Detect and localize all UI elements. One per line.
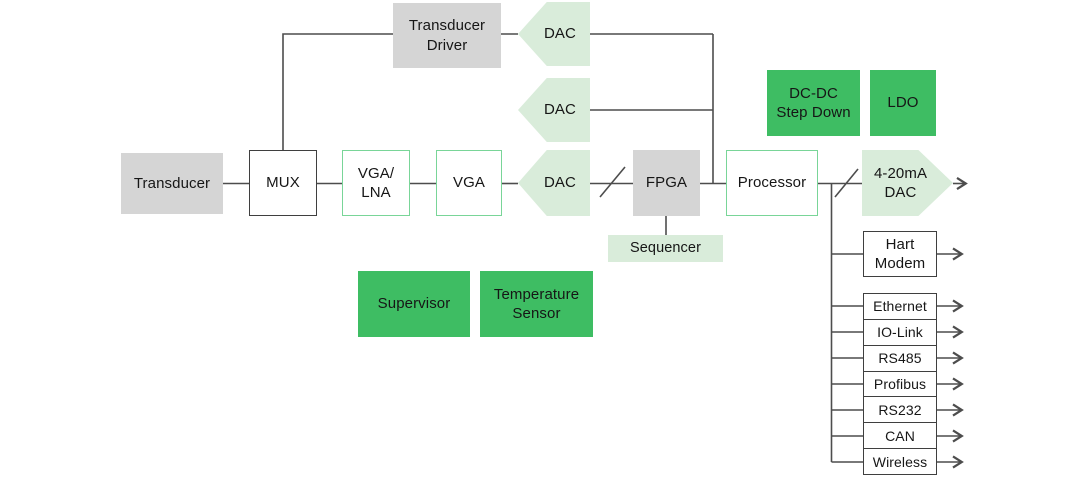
output-arrows [937, 176, 968, 469]
transducer-block: Transducer [121, 153, 223, 214]
processor-label: Processor [737, 174, 807, 192]
dac-top-label: DAC [544, 25, 576, 43]
mux-block: MUX [249, 150, 317, 216]
interface-box-profibus: Profibus [864, 372, 936, 398]
sequencer-label: Sequencer [629, 240, 702, 257]
interface-label: CAN [885, 427, 915, 444]
temperature-sensor-label: Temperature Sensor [493, 285, 580, 323]
ldo-label: LDO [887, 94, 919, 112]
interface-box-io-link: IO-Link [864, 320, 936, 346]
vga-block: VGA [436, 150, 502, 216]
mux-label: MUX [266, 174, 300, 192]
hart-modem-label: Hart Modem [874, 235, 926, 273]
transducer-driver-block: Transducer Driver [393, 3, 501, 68]
interface-box-can: CAN [864, 423, 936, 450]
interface-label: RS232 [878, 401, 922, 418]
dac-main-label: DAC [544, 174, 576, 192]
dac-top-block: DAC [518, 2, 590, 66]
sequencer-block: Sequencer [608, 235, 723, 262]
interface-box-rs485: RS485 [864, 346, 936, 372]
interface-label: IO-Link [877, 324, 923, 341]
interface-label: Profibus [873, 376, 927, 392]
interface-box-ethernet: Ethernet [864, 294, 936, 320]
interface-label: Ethernet [873, 298, 927, 315]
dac-4-20ma-label: 4-20mA DAC [873, 164, 928, 202]
vga-label: VGA [453, 174, 485, 192]
dc-dc-step-down-block: DC-DC Step Down [767, 70, 860, 136]
dc-dc-step-down-label: DC-DC Step Down [776, 84, 851, 122]
interface-box-rs232: RS232 [864, 397, 936, 424]
transducer-label: Transducer [133, 174, 211, 192]
fpga-block: FPGA [633, 150, 700, 216]
dac-mid-label: DAC [544, 101, 576, 119]
supervisor-block: Supervisor [358, 271, 470, 337]
bus-slash-icon [599, 166, 626, 198]
hart-modem-block: Hart Modem [863, 231, 937, 277]
dac-4-20ma-block: 4-20mA DAC [862, 150, 953, 216]
bus-slash-icon [834, 168, 859, 198]
interface-label: RS485 [878, 350, 922, 367]
supervisor-label: Supervisor [377, 295, 451, 313]
dac-main-block: DAC [518, 150, 590, 216]
fpga-label: FPGA [645, 174, 688, 192]
dac-mid-block: DAC [518, 78, 590, 142]
temperature-sensor-block: Temperature Sensor [480, 271, 593, 337]
output-bus-wires [830, 183, 863, 463]
vga-lna-block: VGA/ LNA [342, 150, 410, 216]
vga-lna-label: VGA/ LNA [357, 164, 395, 202]
interface-stack: Ethernet IO-Link RS485 Profibus RS232 CA… [863, 293, 937, 475]
processor-block: Processor [726, 150, 818, 216]
interface-label: Wireless [872, 453, 928, 470]
ldo-block: LDO [870, 70, 936, 136]
interface-box-wireless: Wireless [864, 449, 936, 474]
transducer-driver-label: Transducer Driver [408, 17, 486, 54]
